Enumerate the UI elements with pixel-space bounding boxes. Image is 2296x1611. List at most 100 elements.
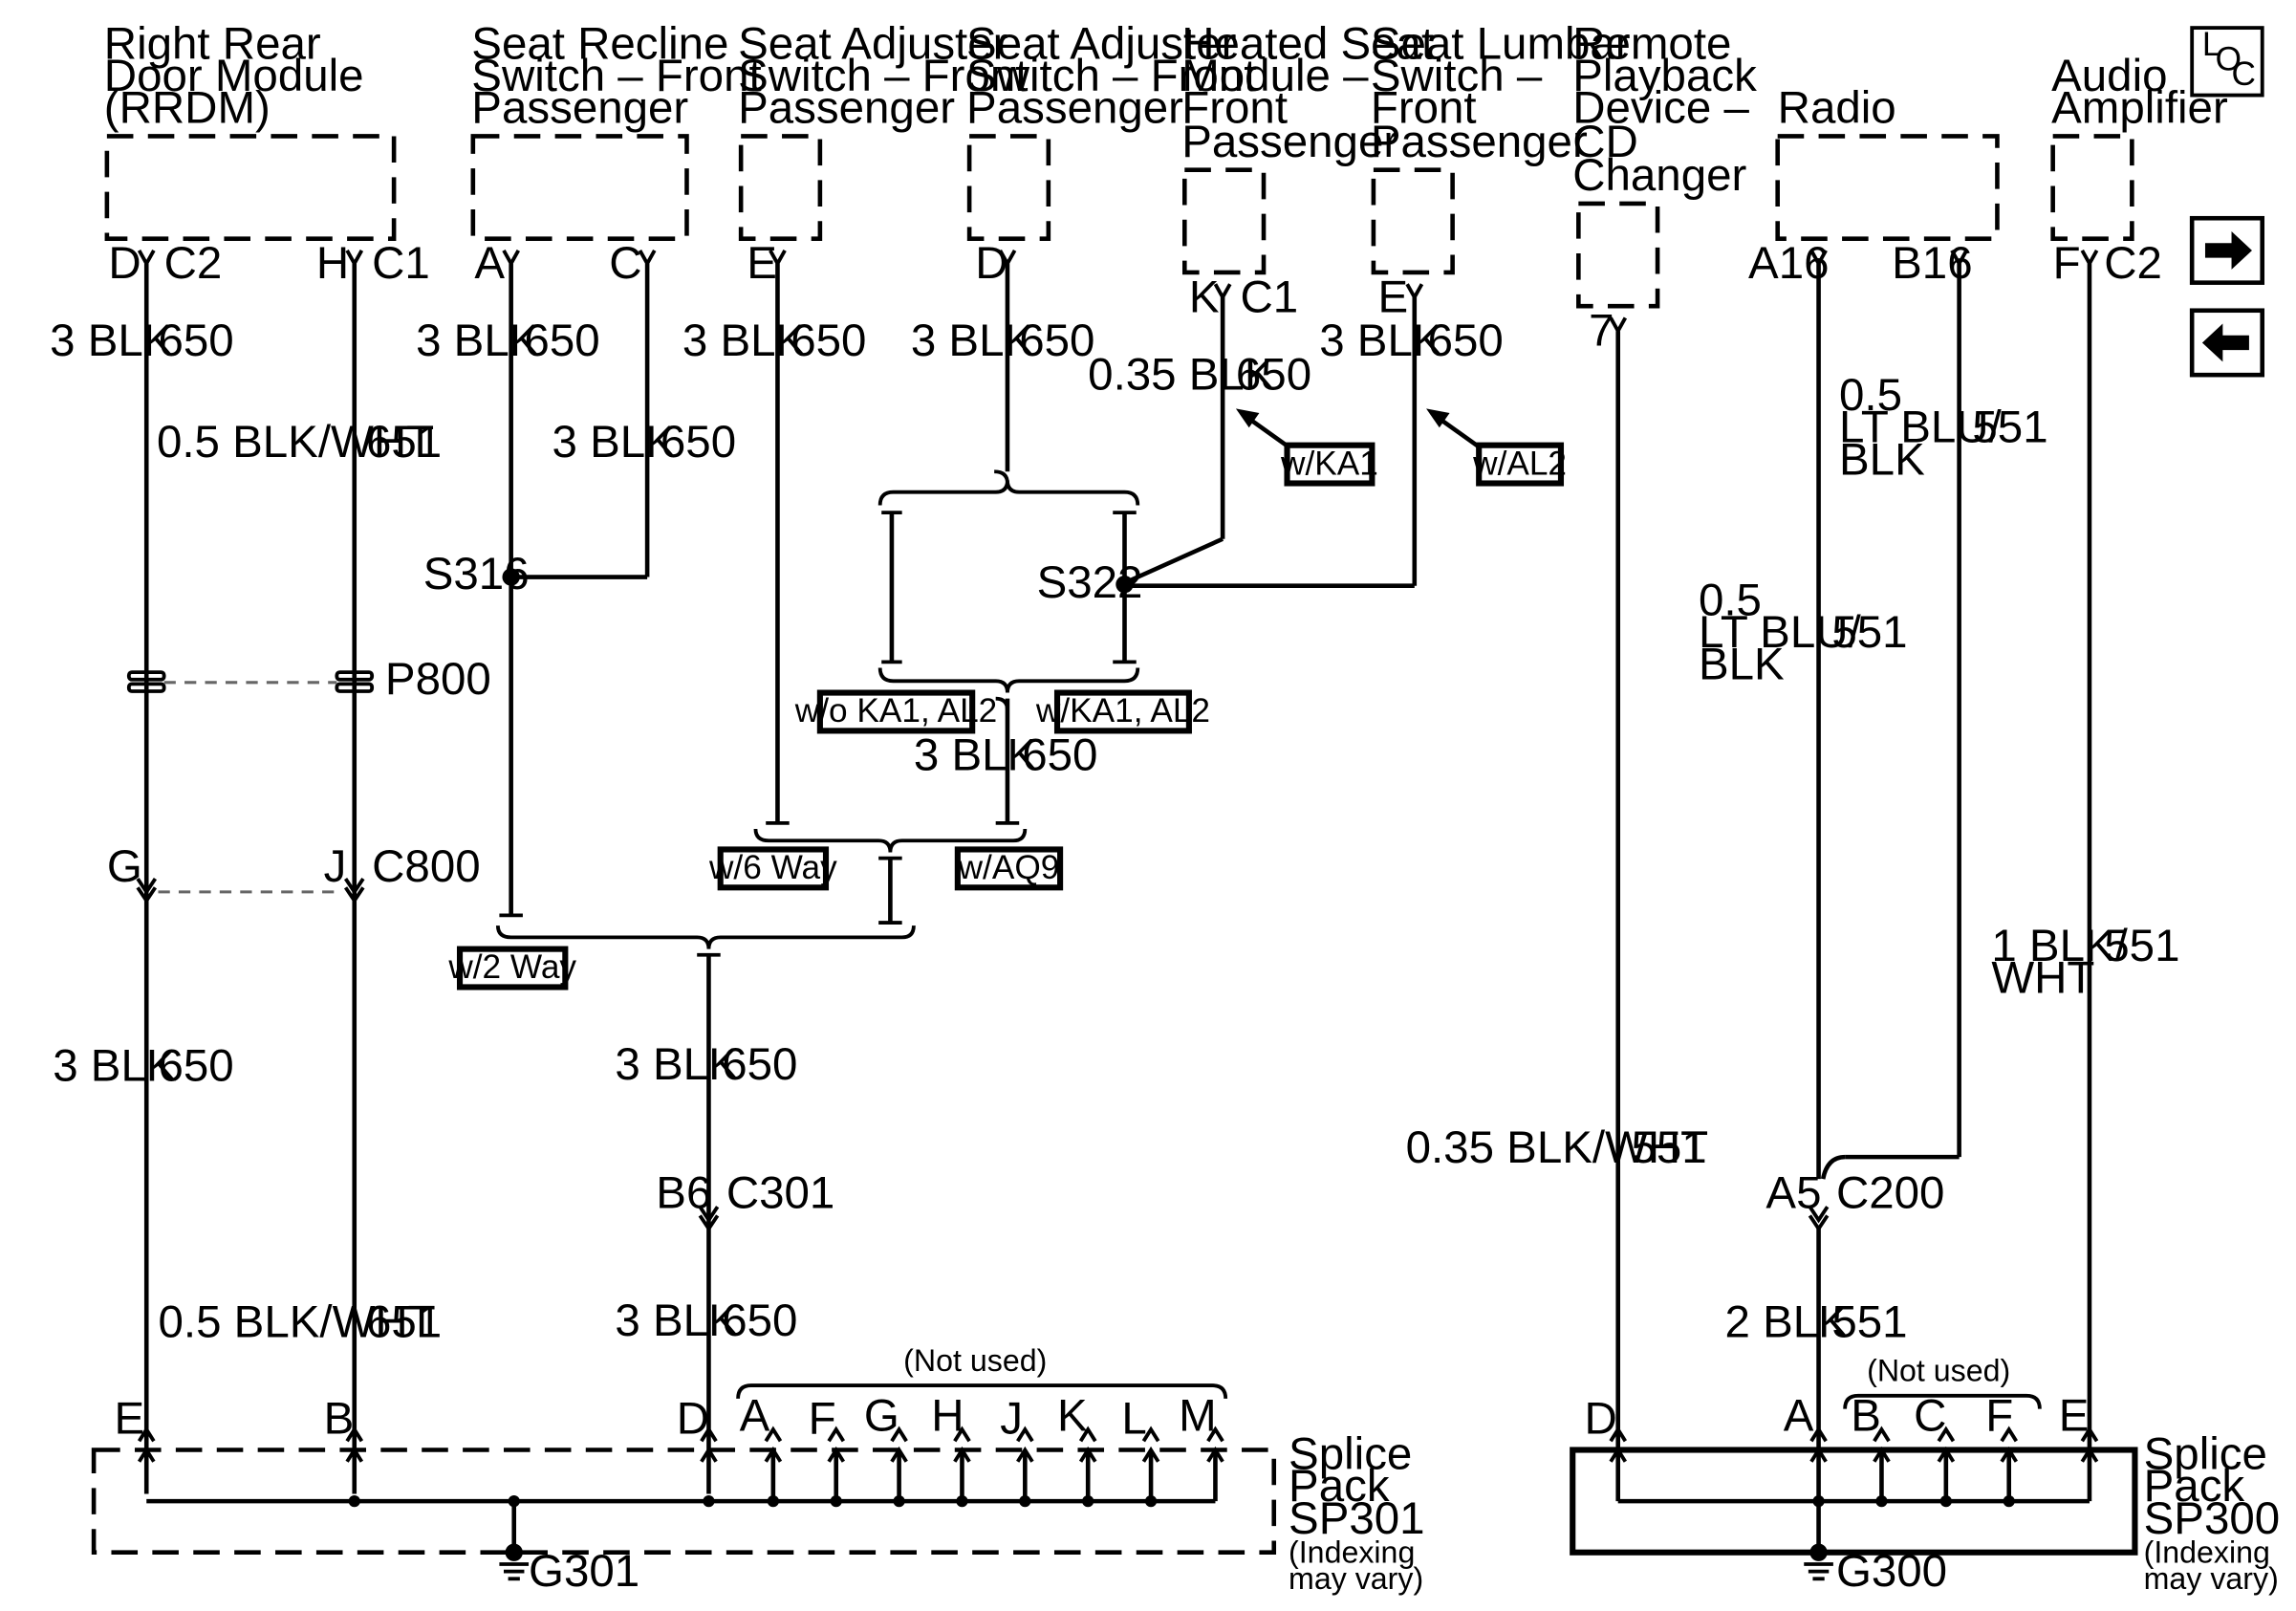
sp301-note: (Indexing may vary) [1289,1535,1423,1596]
svg-text:w/AQ9: w/AQ9 [958,849,1060,886]
pin-heated-c1: C1 [1241,272,1299,322]
wire-label-heated-size: 0.35 BLK [1088,349,1275,400]
sp301-pin-arrows [137,1426,1224,1463]
svg-text:C: C [2232,55,2256,93]
svg-text:G: G [864,1391,899,1442]
pin-adjuster-e: E [747,238,777,289]
wire-label-rrdm-650-circuit: 650 [158,316,233,366]
radio-wires [1816,263,1961,1450]
pin-heated-k: K [1189,272,1220,322]
svg-text:J: J [1000,1394,1023,1445]
seat-recline-title: Seat Recline Switch – Front Passenger [471,18,774,133]
svg-text:A: A [1784,1391,1814,1442]
lower-option-merge [495,820,1028,1494]
pin-amp-f: F [2053,238,2081,289]
seat-lumbar-title: Seat Lumbar Switch – Front Passenger [1371,18,1643,167]
c200-connector [1808,1206,1830,1232]
wire-label-radio-a16-size: 0.5 LT BLU/ BLK [1699,575,1874,689]
heated-seat-title: Heated Seat Module – Front Passenger [1181,18,1446,167]
wire-label-adjuster-e-size: 3 BLK [682,316,807,366]
pin-amp-c2: C2 [2104,238,2162,289]
c301-label: C301 [726,1168,834,1219]
wire-label-adjuster-d-lower-circuit: 650 [1022,730,1097,781]
c800-pin-j: J [324,841,347,892]
option-box-wal2: w/AL2 [1472,442,1567,487]
svg-text:w/o KA1, AL2: w/o KA1, AL2 [794,692,997,729]
wire-label-center-lower-size: 3 BLK [615,1295,739,1346]
svg-text:w/6 Way: w/6 Way [708,849,837,886]
next-page-arrow-icon[interactable] [2189,215,2265,285]
wire-label-amp-size: 1 BLK/ WHT [1991,921,2140,1004]
heated-seat-box [1181,167,1267,275]
amplifier-box [2050,134,2134,241]
svg-text:K: K [1057,1391,1088,1442]
sp301-title: Splice Pack SP301 [1289,1428,1425,1543]
wire-label-center-lower-circuit: 650 [722,1295,797,1346]
ground-g300-icon [1804,1543,1833,1581]
radio-box [1775,134,2000,241]
wire-label-cd-size: 0.35 BLK/WHT [1406,1122,1709,1173]
ground-g301-icon [499,1543,530,1581]
ground-g300-label: G300 [1836,1546,1947,1597]
wire-label-lumbar-size: 3 BLK [1319,316,1443,366]
wire-label-cd-circuit: 551 [1631,1122,1706,1173]
seat-adjuster-d-box [966,134,1051,241]
c800-connector [136,878,365,904]
wire-label-radio-b16-size: 0.5 LT BLU/ BLK [1839,370,2014,485]
pin-cd-7: 7 [1589,306,1614,357]
wire-label-adjuster-d-size: 3 BLK [911,316,1035,366]
c200-label: C200 [1836,1168,1944,1219]
seat-adjuster-d-title: Seat Adjuster Switch – Front Passenger [966,18,1269,133]
wire-label-recline-c-size: 3 BLK [552,417,677,468]
wire-label-recline-size: 3 BLK [416,316,540,366]
previous-page-arrow-icon[interactable] [2189,308,2265,378]
wire-label-rrdm-651-circuit: 651 [366,417,442,468]
pin-lumbar-e: E [1377,272,1408,322]
c301-pin-b6: B6 [656,1168,711,1219]
recline-wires [502,263,650,916]
svg-text:M: M [1179,1391,1217,1442]
wire-label-adjuster-d-lower-size: 3 BLK [914,730,1038,781]
svg-text:L: L [1121,1394,1146,1445]
pin-recline-c: C [609,238,641,289]
option-box-wka1: w/KA1 [1280,442,1378,487]
sp300-not-used-bracket [1843,1393,2042,1409]
wire-label-radio-a16-circuit: 551 [1831,607,1907,658]
wire-label-recline-circuit: 650 [524,316,599,366]
wire-label-rrdm-651-size: 0.5 BLK/WHT [157,417,434,468]
sp300-internal-bus [1615,1449,2092,1553]
seat-adjuster-e-box [738,134,823,241]
p800-label: P800 [385,654,491,705]
svg-text:E: E [2059,1391,2090,1442]
sp300-note: (Indexing may vary) [2144,1535,2279,1596]
cd-changer-title: Remote Playback Device – CD Changer [1572,18,1769,201]
location-icon[interactable]: L O C [2190,26,2264,98]
sp301-not-used-bracket [736,1383,1228,1399]
svg-text:F: F [1985,1391,2013,1442]
seat-adjuster-e-title: Seat Adjuster Switch – Front Passenger [738,18,1041,133]
wire-label-radio-b16-circuit: 551 [1972,403,2047,453]
rrdm-wires [143,263,357,1494]
sp300-title: Splice Pack SP300 [2144,1428,2281,1543]
pin-rrdm-d: D [108,238,141,289]
wire-label-amp-circuit: 551 [2104,921,2179,971]
svg-text:A: A [740,1391,770,1442]
sp301-box [91,1448,1277,1556]
pin-adjuster-d: D [975,238,1007,289]
svg-text:E: E [115,1394,145,1445]
svg-text:O: O [2216,41,2242,78]
wire-label-recline-c-circuit: 650 [661,417,736,468]
amplifier-title: Audio Amplifier [2051,51,2228,134]
splice-s322-label: S322 [1037,557,1143,608]
wire-label-rrdm-651-lower-size: 0.5 BLK/WHT [158,1297,435,1348]
svg-text:C: C [1914,1391,1946,1442]
pin-rrdm-c2: C2 [164,238,223,289]
c200-pin-a5: A5 [1765,1168,1821,1219]
option-box-w2way: w/2 Way [447,946,576,991]
wire-label-center-circuit: 650 [722,1039,797,1090]
wire-label-adjuster-d-circuit: 650 [1019,316,1094,366]
pin-rrdm-h: H [316,238,349,289]
sp301-pin-labels: E B D A F G H J K L M [115,1391,1217,1445]
c800-label: C800 [372,841,480,892]
sp300-box [1570,1447,2138,1556]
